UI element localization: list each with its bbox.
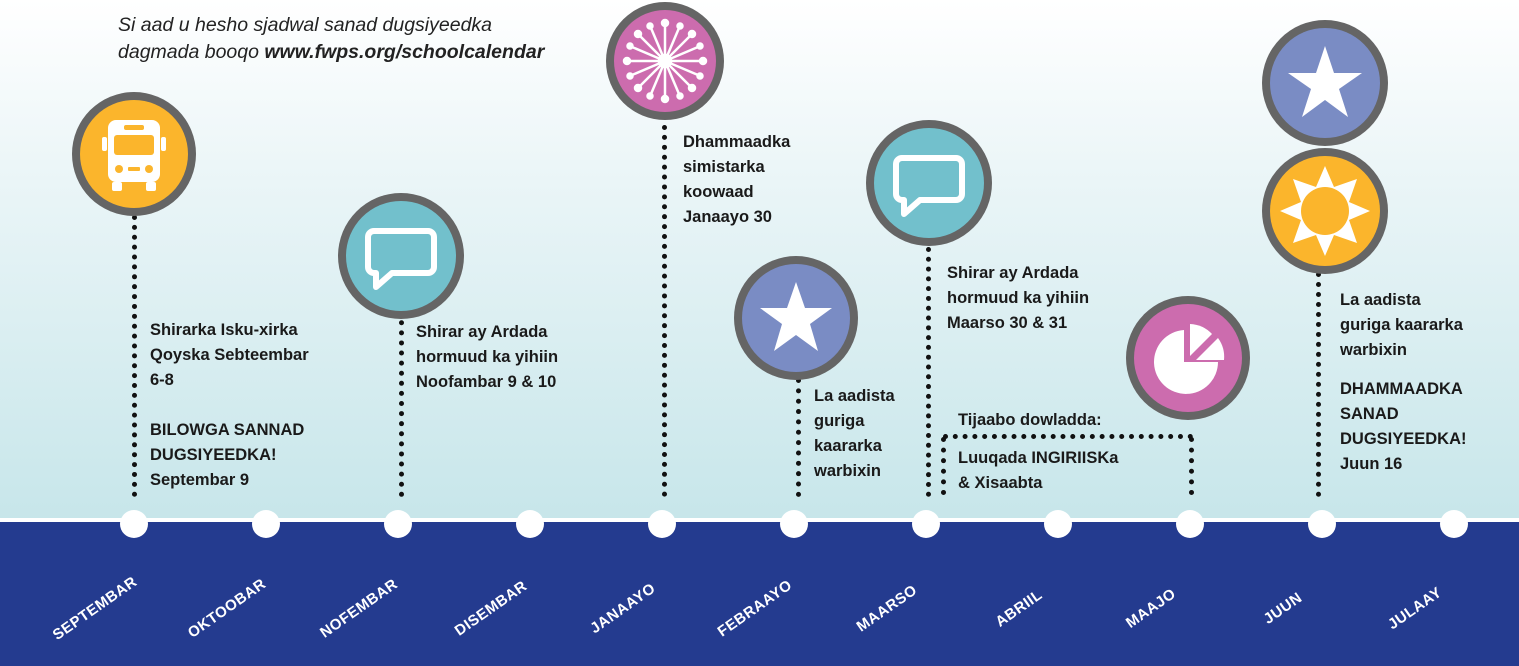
intro-line-2-prefix: dagmada booqo <box>118 41 265 63</box>
event-line: & Xisaabta <box>958 474 1043 492</box>
event-line: guriga <box>814 412 865 430</box>
event-november: Shirar ay Ardada hormuud ka yihiin Noofa… <box>416 320 558 395</box>
event-line: Luuqada INGIRIISKa <box>958 449 1119 467</box>
event-march: Shirar ay Ardada hormuud ka yihiin Maars… <box>947 261 1089 336</box>
tick-february <box>780 510 808 538</box>
event-line: koowaad <box>683 183 754 201</box>
event-line: DUGSIYEEDKA! <box>1340 430 1467 448</box>
intro-text: Si aad u hesho sjadwal sanad dugsiyeedka… <box>118 12 544 66</box>
event-line: hormuud ka yihiin <box>947 289 1090 307</box>
event-line: Janaayo 30 <box>683 208 772 226</box>
event-line: Maarso 30 & 31 <box>947 314 1068 332</box>
event-september: Shirarka Isku-xirka Qoyska Sebteembar 6-… <box>150 318 309 493</box>
school-calendar-link[interactable]: www.fwps.org/schoolcalendar <box>264 41 545 63</box>
connector-january <box>662 125 667 497</box>
tick-may <box>1176 510 1204 538</box>
tick-november <box>384 510 412 538</box>
timeline-line <box>0 518 1519 522</box>
event-line: DHAMMAADKA <box>1340 380 1463 398</box>
event-line: La aadista <box>814 387 895 405</box>
event-line: Shirar ay Ardada <box>416 323 548 341</box>
event-line: Dhammaadka <box>683 133 791 151</box>
event-line: warbixin <box>814 462 881 480</box>
tick-january <box>648 510 676 538</box>
connector-november <box>399 290 404 497</box>
star-icon-june <box>1262 20 1388 146</box>
snowflake-icon <box>606 2 724 120</box>
connector-september <box>132 215 137 497</box>
intro-line-2: dagmada booqo www.fwps.org/schoolcalenda… <box>118 39 544 66</box>
event-line: Shirar ay Ardada <box>947 264 1079 282</box>
event-line: simistarka <box>683 158 765 176</box>
tick-july <box>1440 510 1468 538</box>
speech-bubble-icon-march <box>866 120 992 246</box>
event-line: Qoyska Sebteembar <box>150 346 309 364</box>
event-state-test-title: Tijaabo dowladda: <box>958 411 1102 429</box>
event-line: SANAD <box>1340 405 1399 423</box>
event-line: guriga kaararka <box>1340 316 1463 334</box>
connector-test-left <box>941 437 946 495</box>
tick-october <box>252 510 280 538</box>
event-january: Dhammaadka simistarka koowaad Janaayo 30 <box>683 130 790 230</box>
event-line: Juun 16 <box>1340 455 1403 473</box>
connector-test-top <box>943 434 1193 439</box>
sun-icon <box>1262 148 1388 274</box>
event-state-test: Luuqada INGIRIISKa & Xisaabta <box>958 446 1118 496</box>
event-june: La aadista guriga kaararka warbixin DHAM… <box>1340 288 1467 477</box>
event-line: BILOWGA SANNAD <box>150 421 305 439</box>
tick-march <box>912 510 940 538</box>
intro-line-1: Si aad u hesho sjadwal sanad dugsiyeedka <box>118 14 493 36</box>
connector-june <box>1316 272 1321 497</box>
event-line: warbixin <box>1340 341 1407 359</box>
bus-icon <box>72 92 196 216</box>
connector-test-right <box>1189 437 1194 495</box>
speech-bubble-icon <box>338 193 464 319</box>
star-icon <box>734 256 858 380</box>
month-band <box>0 520 1519 666</box>
event-line: DUGSIYEEDKA! <box>150 446 277 464</box>
connector-february <box>796 378 801 497</box>
event-line: kaararka <box>814 437 882 455</box>
tick-june <box>1308 510 1336 538</box>
event-february: La aadista guriga kaararka warbixin <box>814 384 895 484</box>
connector-march <box>926 247 931 497</box>
tick-december <box>516 510 544 538</box>
event-line: Shirarka Isku-xirka <box>150 321 298 339</box>
event-line: Septembar 9 <box>150 471 250 489</box>
tick-september <box>120 510 148 538</box>
event-line: 6-8 <box>150 371 174 389</box>
pie-chart-icon <box>1126 296 1250 420</box>
event-line: hormuud ka yihiin <box>416 348 559 366</box>
event-line: La aadista <box>1340 291 1421 309</box>
tick-april <box>1044 510 1072 538</box>
event-line: Noofambar 9 & 10 <box>416 373 557 391</box>
